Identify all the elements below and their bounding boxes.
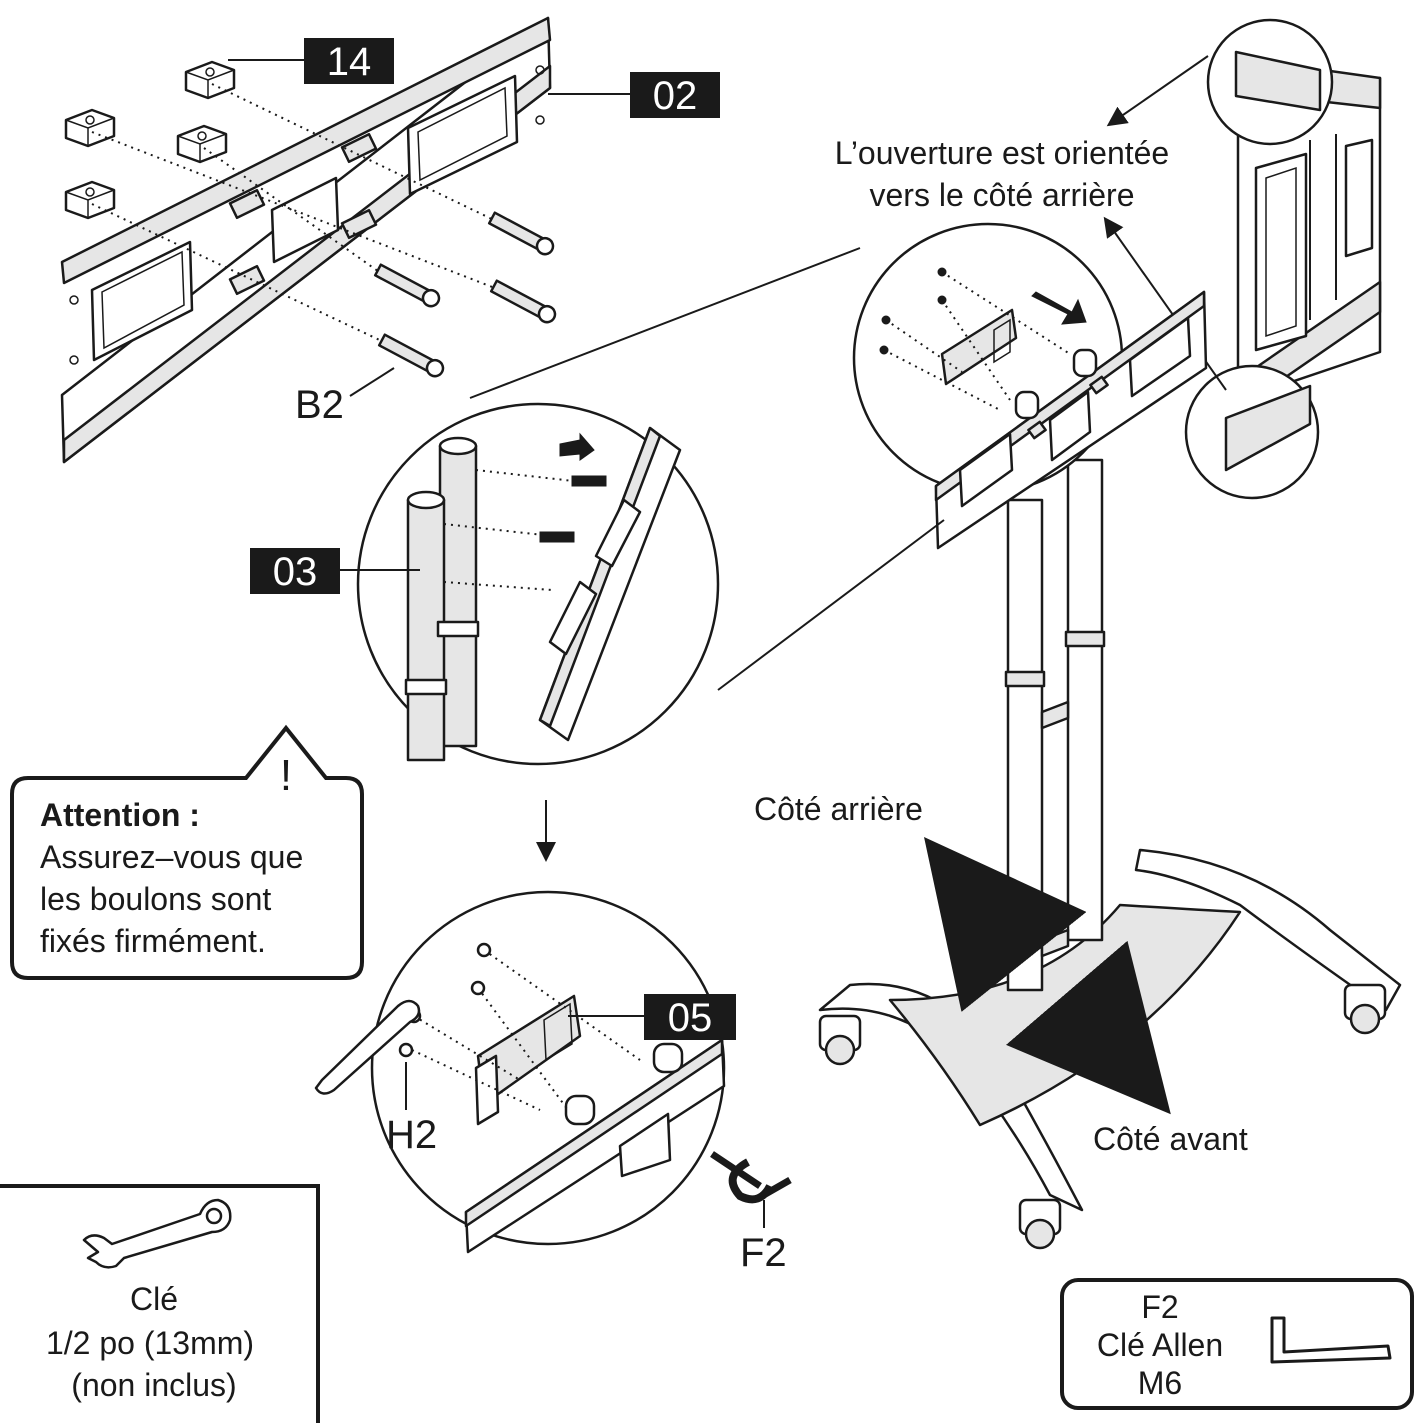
bolts-b2 (91, 83, 557, 378)
part-label-b2: B2 (295, 383, 344, 427)
direction-front-label: Côté avant (1093, 1121, 1248, 1157)
orientation-note-line2: vers le côté arrière (870, 177, 1135, 213)
label-box-05 (644, 994, 736, 1040)
warning-line1: Assurez–vous que (40, 839, 303, 875)
wrench-icon (82, 1198, 232, 1269)
wrench-info-box: Clé 1/2 po (13mm) (non inclus) (0, 1184, 320, 1423)
part-label-05: 05 (668, 996, 713, 1040)
column-detail (404, 426, 682, 762)
warning-line2: les boulons sont (40, 881, 271, 917)
label-box-14 (304, 38, 394, 84)
warning-icon: ! (280, 751, 292, 800)
spacer-blocks-14 (64, 60, 236, 220)
allen-key-size: M6 (1138, 1365, 1182, 1401)
part-label-03: 03 (273, 550, 318, 594)
part-label-h2: H2 (386, 1113, 437, 1157)
bracket-detail (314, 942, 726, 1254)
part-label-02: 02 (653, 74, 698, 118)
wrench-not-included: (non inclus) (71, 1367, 236, 1403)
part-label-f2: F2 (740, 1231, 787, 1275)
allen-key-info-box: F2 Clé Allen M6 (1060, 1278, 1414, 1410)
allen-key-f2 (710, 1151, 792, 1204)
label-box-03 (250, 548, 340, 594)
wrench-name: Clé (130, 1281, 178, 1317)
mounting-plate-02 (60, 16, 552, 464)
stand-plate-detail (879, 267, 1208, 550)
direction-rear-label: Côté arrière (754, 791, 923, 827)
label-box-02 (630, 72, 720, 118)
part-label-14: 14 (327, 40, 372, 84)
allen-key-name: Clé Allen (1097, 1327, 1223, 1363)
warning-title: Attention : (40, 797, 200, 833)
allen-key-code: F2 (1141, 1289, 1178, 1325)
warning-line3: fixés firmément. (40, 923, 266, 959)
warning-callout: ! Attention : Assurez–vous que les boulo… (10, 724, 364, 980)
allen-key-icon (1270, 1316, 1392, 1364)
wrench-size: 1/2 po (13mm) (46, 1325, 254, 1361)
orientation-note-line1: L’ouverture est orientée (835, 135, 1169, 171)
